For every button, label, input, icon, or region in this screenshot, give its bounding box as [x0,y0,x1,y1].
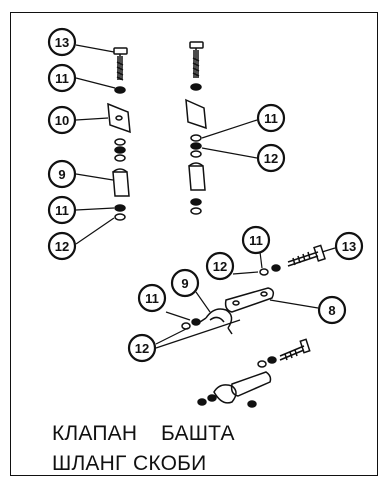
assembled-washer-2 [207,394,217,402]
svg-text:11: 11 [55,71,69,86]
assembled-washer-1 [267,356,277,364]
caption-valve: КЛАПАН [52,422,138,445]
svg-text:11: 11 [55,203,69,218]
assembled-bracket [230,371,272,397]
callout-8: 8 [317,295,347,325]
svg-text:12: 12 [135,341,149,356]
callouts: 13 11 10 9 11 12 11 12 [47,27,364,363]
nut-center-3 [190,207,202,215]
washer-center-3 [190,198,202,206]
svg-text:12: 12 [213,259,227,274]
bolt-right [287,244,326,267]
caption-tower: БАШТА [161,422,235,445]
nut-center-2 [190,150,202,158]
callout-11-right-top: 11 [241,225,271,255]
callout-12-right: 12 [205,251,235,281]
callout-12-left: 12 [47,231,77,261]
assembled-bolt [279,338,311,361]
svg-text:13: 13 [342,239,356,254]
callout-13-right: 13 [334,231,364,261]
clamp-plate-center [185,98,207,130]
callout-11-center: 11 [256,103,286,133]
nut-right-1 [259,268,269,276]
svg-text:11: 11 [264,111,278,126]
washer-right-2 [191,318,201,326]
leader-lines [75,44,336,349]
svg-text:11: 11 [145,291,159,306]
hose-clamp-center [188,162,206,191]
nut-left-2 [114,154,126,162]
svg-text:8: 8 [328,303,335,318]
hose-clamp-right [199,308,233,335]
callout-11-left-top: 11 [47,63,77,93]
bolt-left [113,47,128,81]
nut-center-1 [190,142,202,150]
diagram-frame [10,12,378,476]
callout-10: 10 [47,105,77,135]
nut-left-1 [114,146,126,154]
washer-center-2 [190,134,202,142]
washer-center-1 [190,83,202,91]
assembled-nut-2 [197,398,207,406]
callout-11-right-bottom: 11 [137,283,167,313]
svg-text:13: 13 [55,35,69,50]
washer-left-2 [114,138,126,146]
bolt-center [189,41,204,78]
washer-right-1 [271,264,281,272]
assembled-clamp [213,384,237,404]
nut-left-3 [114,213,126,221]
callout-11-left-bottom: 11 [47,195,77,225]
callout-9-left: 9 [47,159,77,189]
assembled-nut-3 [247,400,257,408]
hose-clamp-left [112,168,130,197]
svg-text:10: 10 [55,113,69,128]
washer-left-3 [114,204,126,212]
clamp-plate-left [107,102,131,134]
washer-left-1 [114,86,126,94]
nut-right-2 [181,322,191,330]
svg-text:9: 9 [181,276,188,291]
bracket-plate [224,287,275,313]
svg-text:12: 12 [264,151,278,166]
callout-12-center: 12 [256,143,286,173]
caption-brackets: СКОБИ [133,452,207,475]
svg-text:11: 11 [249,233,263,248]
callout-13-left: 13 [47,27,77,57]
assembled-nut-1 [257,360,267,368]
svg-text:9: 9 [58,167,65,182]
callout-9-right: 9 [170,268,200,298]
svg-text:12: 12 [55,239,69,254]
callout-12-bottom: 12 [127,333,157,363]
caption-hose: ШЛАНГ [52,452,127,475]
